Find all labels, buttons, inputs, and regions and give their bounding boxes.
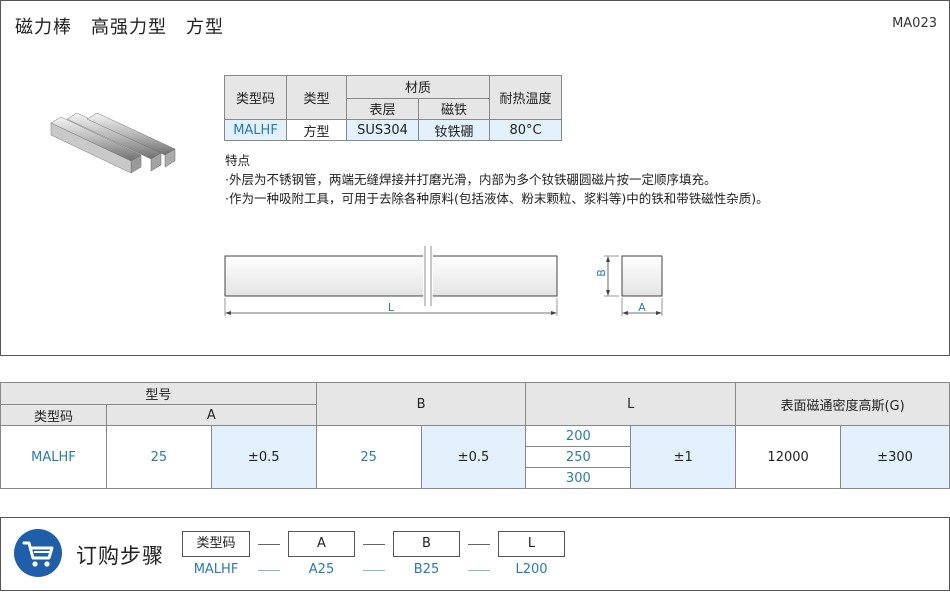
order-value-l: L200	[515, 562, 548, 577]
spec-header-type-code: 类型码	[224, 75, 287, 120]
order-steps-panel: 订购步骤 类型码 A B L MALHF A25 B25 L200	[0, 517, 950, 591]
features-title: 特点	[225, 153, 251, 168]
model-table: 型号 B L 表面磁通密度高斯(G) 类型码 A MALHF 25 ±0.5 2…	[0, 382, 950, 489]
spec-header-type: 类型	[286, 75, 347, 120]
cart-icon	[14, 529, 62, 577]
order-value-connector	[468, 570, 490, 571]
row-type-code: MALHF	[0, 425, 107, 489]
header-type-code: 类型码	[0, 404, 107, 426]
header-a: A	[105, 404, 317, 426]
header-b: B	[315, 382, 527, 426]
spec-header-material: 材质	[346, 75, 490, 99]
row-a-tol: ±0.5	[210, 425, 317, 489]
order-box-l: L	[498, 531, 565, 557]
feature-line-2: ·作为一种吸附工具，可用于去除各种原料(包括液体、粉末颗粒、浆料等)中的铁和带铁…	[225, 191, 769, 206]
order-box-b: B	[393, 531, 460, 557]
spec-header-surface: 表层	[346, 97, 419, 120]
order-title: 订购步骤	[76, 544, 164, 568]
order-connector	[468, 544, 490, 545]
row-b: 25	[315, 425, 422, 489]
order-connector	[363, 544, 385, 545]
feature-line-1: ·外层为不锈钢管，两端无缝焊接并打磨光滑，内部为多个钕铁硼圆磁片按一定顺序填充。	[225, 172, 717, 187]
spec-type-code: MALHF	[224, 119, 287, 141]
row-b-tol: ±0.5	[420, 425, 527, 489]
spec-heat: 80°C	[489, 119, 562, 141]
row-l-value: 300	[525, 467, 632, 489]
row-a: 25	[105, 425, 212, 489]
header-l: L	[525, 382, 737, 426]
order-box-type-code: 类型码	[182, 531, 250, 557]
row-gauss: 12000	[735, 425, 842, 489]
page-title: 磁力棒 高强力型 方型	[15, 17, 224, 38]
row-l-value: 200	[525, 425, 632, 447]
dimension-drawing: L B A	[224, 246, 663, 316]
header-model: 型号	[0, 382, 317, 405]
features-section: 特点 ·外层为不锈钢管，两端无缝焊接并打磨光滑，内部为多个钕铁硼圆磁片按一定顺序…	[225, 151, 769, 208]
product-image	[50, 113, 176, 174]
spec-surface: SUS304	[346, 119, 419, 141]
spec-magnet: 钕铁硼	[418, 119, 490, 141]
order-value-type-code: MALHF	[193, 562, 239, 577]
spec-header-heat: 耐热温度	[489, 75, 562, 120]
spec-table: 类型码 类型 材质 耐热温度 表层 磁铁 MALHF 方型 SUS304 钕铁硼…	[224, 75, 562, 141]
order-value-connector	[258, 570, 280, 571]
dim-label-b: B	[595, 269, 608, 277]
order-value-a: A25	[308, 562, 335, 577]
dim-label-l: L	[388, 301, 395, 314]
order-value-b: B25	[413, 562, 440, 577]
product-panel: 磁力棒 高强力型 方型 MA023 类型码 类型 材质 耐热温度 表层 磁铁	[0, 0, 950, 356]
order-box-a: A	[288, 531, 355, 557]
bar-side-view	[224, 255, 558, 297]
order-connector	[258, 544, 280, 545]
dim-label-a: A	[638, 301, 646, 314]
bar-end-view	[621, 255, 663, 297]
row-l-tol: ±1	[630, 425, 737, 489]
product-code: MA023	[892, 16, 937, 31]
spec-type: 方型	[286, 119, 347, 141]
spec-header-magnet: 磁铁	[418, 97, 490, 120]
row-gauss-tol: ±300	[840, 425, 950, 489]
row-l-value: 250	[525, 446, 632, 468]
header-gauss: 表面磁通密度高斯(G)	[735, 382, 950, 426]
order-value-connector	[363, 570, 385, 571]
